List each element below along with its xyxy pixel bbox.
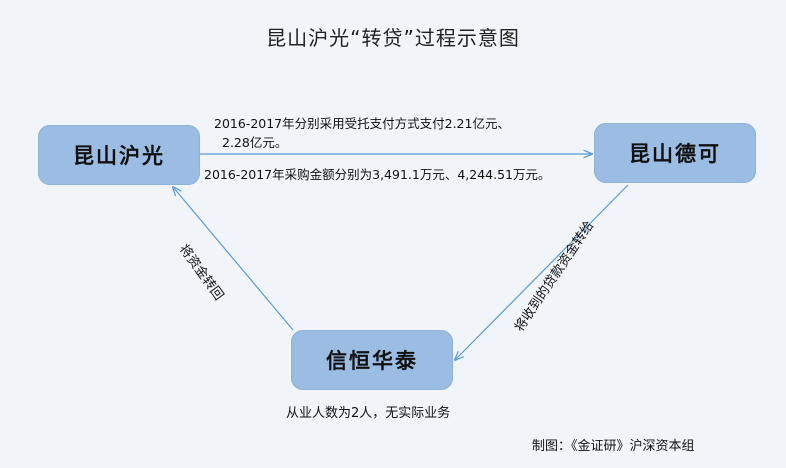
- node-xinheng-huatai: 信恒华泰: [291, 330, 453, 390]
- diagram-title: 昆山沪光“转贷”过程示意图: [266, 26, 520, 50]
- label-purchase-amount: 2016-2017年采购金额分别为3,491.1万元、4,244.51万元。: [204, 167, 551, 182]
- arrow-deke-to-huatai: [455, 184, 629, 360]
- label-payment-line2: 2.28亿元。: [222, 135, 288, 150]
- node-kunshan-deke: 昆山德可: [594, 123, 756, 183]
- label-payment-line1: 2016-2017年分别采用受托支付方式支付2.21亿元、: [214, 116, 510, 131]
- label-employees-note: 从业人数为2人，无实际业务: [286, 406, 451, 421]
- arrow-huatai-to-huguang: [173, 187, 294, 331]
- label-credit: 制图：《金证研》沪深资本组: [532, 439, 695, 454]
- node-kunshan-huguang: 昆山沪光: [38, 125, 200, 185]
